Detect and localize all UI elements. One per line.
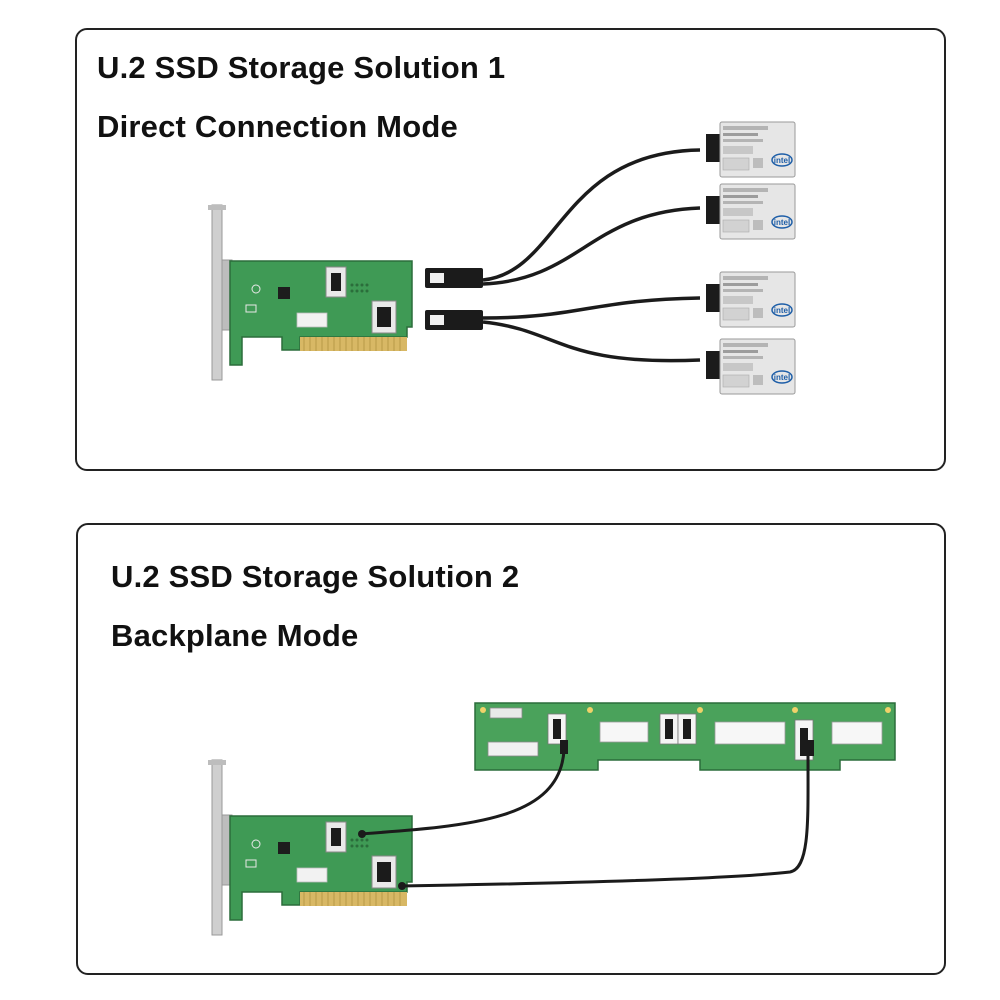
solution1-subtitle: Direct Connection Mode	[97, 109, 458, 144]
direct-cables	[482, 148, 701, 363]
solution2-title: U.2 SSD Storage Solution 2	[111, 559, 520, 594]
backplane	[474, 702, 896, 771]
solution2-subtitle: Backplane Mode	[111, 618, 359, 653]
u2-ssd-4	[705, 338, 796, 395]
backplane-cables	[359, 749, 810, 888]
hba-card-2	[207, 759, 413, 936]
u2-ssd-3	[705, 271, 796, 328]
u2-ssd-2	[705, 183, 796, 240]
cable-end-1	[358, 830, 366, 838]
solution1-illustration	[207, 121, 796, 395]
cable-end-2	[398, 882, 406, 890]
solution1-title: U.2 SSD Storage Solution 1	[97, 50, 506, 85]
u2-ssd-1	[705, 121, 796, 178]
solution2-illustration	[207, 702, 896, 936]
hba-card-1	[207, 204, 413, 381]
